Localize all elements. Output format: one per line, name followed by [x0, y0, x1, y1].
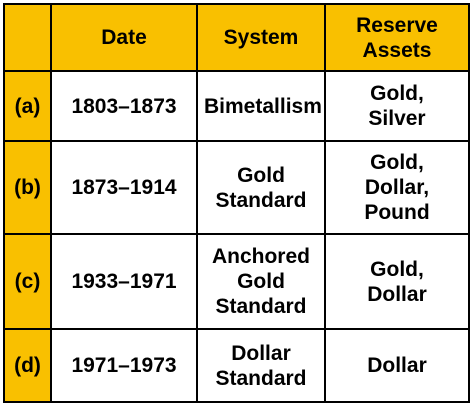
system-line: Gold	[237, 163, 285, 187]
header-reserve-assets: Reserve Assets	[324, 3, 470, 72]
reserve-line: Pound	[364, 201, 430, 224]
reserve-cell: Gold, Dollar	[324, 233, 470, 330]
table-row: (a) 1803–1873 Bimetallism Gold, Silver	[3, 70, 470, 142]
reserve-line: Gold,	[370, 151, 424, 174]
header-corner-cell	[3, 3, 52, 72]
reserve-line: Dollar	[367, 282, 427, 306]
reserve-cell: Gold, Silver	[324, 70, 470, 142]
table-row: (c) 1933–1971 Anchored Gold Standard Gol…	[3, 233, 470, 330]
header-row: Date System Reserve Assets	[3, 3, 470, 72]
date-cell: 1803–1873	[50, 70, 198, 142]
system-line: Bimetallism	[204, 94, 322, 118]
reserve-systems-table: Date System Reserve Assets (a) 1803–1873…	[3, 3, 470, 403]
date-cell: 1873–1914	[50, 140, 198, 235]
row-label: (d)	[3, 328, 52, 403]
system-line: Standard	[215, 366, 307, 390]
system-line: Dollar	[231, 341, 291, 365]
header-system: System	[196, 3, 326, 72]
row-label: (b)	[3, 140, 52, 235]
reserve-line: Gold,	[370, 82, 424, 105]
header-reserve-line: Assets	[362, 38, 432, 62]
header-reserve-line: Reserve	[356, 13, 438, 37]
reserve-line: Gold,	[370, 257, 424, 281]
system-cell: Bimetallism	[196, 70, 326, 142]
date-cell: 1933–1971	[50, 233, 198, 330]
system-cell: Anchored Gold Standard	[196, 233, 326, 330]
system-line: Gold	[237, 270, 285, 293]
reserve-line: Silver	[368, 107, 426, 130]
system-cell: Gold Standard	[196, 140, 326, 235]
system-cell: Dollar Standard	[196, 328, 326, 403]
system-line: Standard	[215, 188, 307, 212]
header-date: Date	[50, 3, 198, 72]
reserve-line: Dollar,	[364, 176, 430, 199]
reserve-cell: Gold, Dollar, Pound	[324, 140, 470, 235]
table-row: (d) 1971–1973 Dollar Standard Dollar	[3, 328, 470, 403]
row-label: (c)	[3, 233, 52, 330]
row-label: (a)	[3, 70, 52, 142]
system-line: Standard	[215, 295, 307, 318]
system-line: Anchored	[211, 245, 310, 268]
table-row: (b) 1873–1914 Gold Standard Gold, Dollar…	[3, 140, 470, 235]
date-cell: 1971–1973	[50, 328, 198, 403]
reserve-line: Dollar	[367, 354, 427, 377]
reserve-cell: Dollar	[324, 328, 470, 403]
